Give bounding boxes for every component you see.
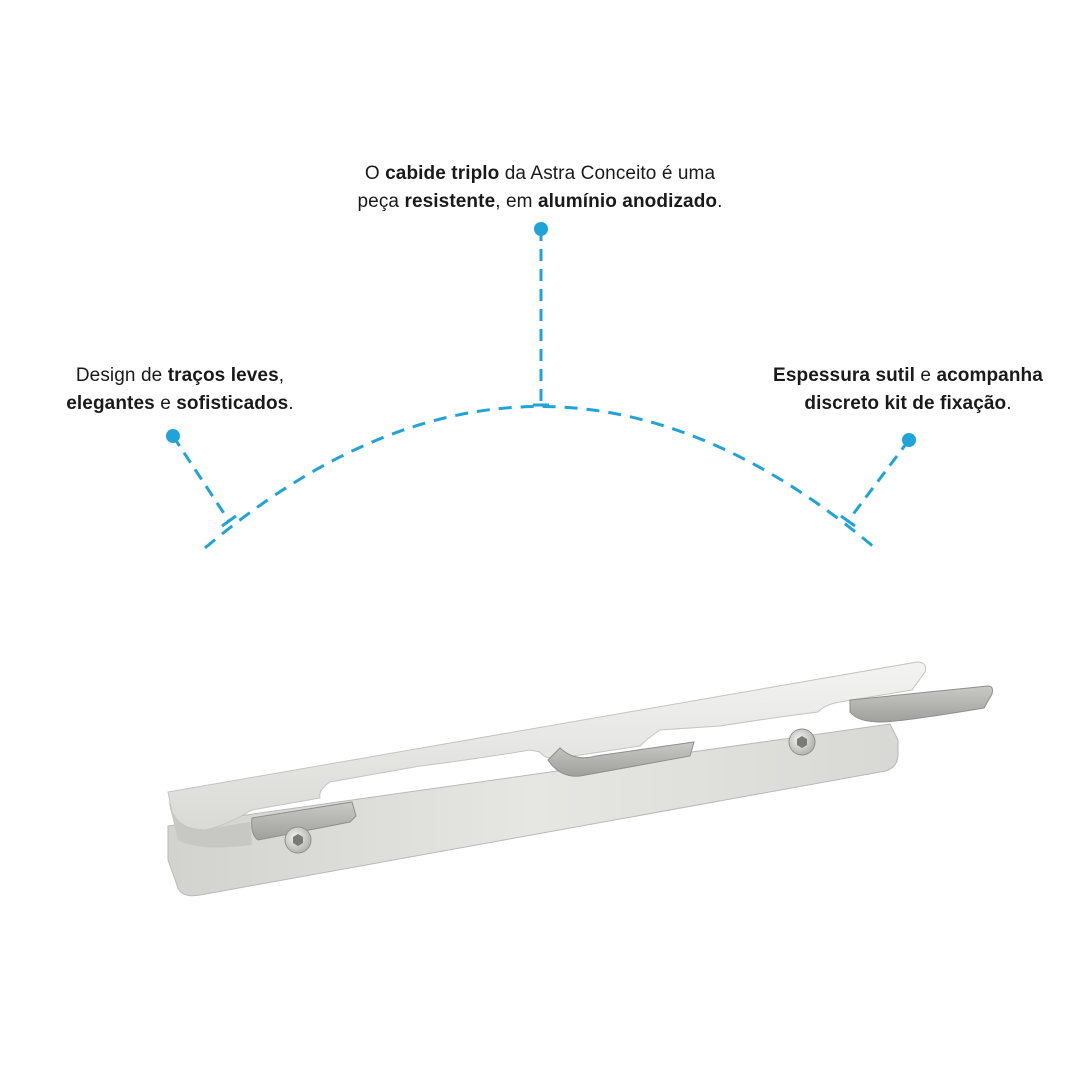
left-pin-dot <box>166 429 180 443</box>
text-segment: . <box>717 191 723 212</box>
dashed-arc <box>204 405 876 550</box>
text-segment: O <box>364 163 386 184</box>
text-segment: Design de <box>75 365 168 386</box>
right-tick <box>840 514 856 528</box>
screw-right-icon <box>788 728 816 756</box>
bold-segment: acompanha <box>936 365 1043 386</box>
bold-segment: resistente <box>404 191 496 212</box>
caption-top: O cabide triplo da Astra Conceito é uma … <box>0 160 1080 216</box>
caption-top-line1: O cabide triplo da Astra Conceito é uma <box>0 160 1080 188</box>
text-segment: e <box>915 365 937 386</box>
screw-left-icon <box>284 826 312 854</box>
text-segment: , <box>278 365 285 386</box>
hook-front-face <box>167 723 899 897</box>
bold-segment: cabide triplo <box>385 163 500 184</box>
bold-segment: traços leves <box>167 365 279 386</box>
bold-segment: elegantes <box>66 393 155 414</box>
top-pin-dot <box>534 222 548 236</box>
left-tick <box>221 514 237 528</box>
caption-right-line1: Espessura sutil e acompanha <box>748 362 1068 390</box>
hook-top-plate <box>167 661 927 831</box>
hook-middle-lip <box>547 741 695 777</box>
text-segment: . <box>288 393 294 414</box>
coat-hook-product <box>167 661 993 897</box>
right-pin-dot <box>902 433 916 447</box>
bold-segment: Espessura sutil <box>773 365 915 386</box>
caption-right: Espessura sutil e acompanha discreto kit… <box>748 362 1068 418</box>
text-segment: da Astra Conceito é uma <box>499 163 716 184</box>
hook-right-lip <box>849 685 993 723</box>
bold-segment: discreto kit de fixação <box>804 393 1007 414</box>
left-connector-line <box>171 435 231 522</box>
caption-top-line2: peça resistente, em alumínio anodizado. <box>0 188 1080 216</box>
caption-right-line2: discreto kit de fixação. <box>748 390 1068 418</box>
bold-segment: sofisticados <box>176 393 289 414</box>
caption-left-line2: elegantes e sofisticados. <box>40 390 320 418</box>
text-segment: . <box>1006 393 1012 414</box>
text-segment: e <box>154 393 177 414</box>
text-segment: , em <box>495 191 538 212</box>
bold-segment: alumínio anodizado <box>537 191 718 212</box>
caption-left: Design de traços leves, elegantes e sofi… <box>40 362 320 418</box>
text-segment: peça <box>357 191 405 212</box>
right-connector-line <box>846 439 911 522</box>
caption-left-line1: Design de traços leves, <box>40 362 320 390</box>
hook-left-lip <box>251 801 357 841</box>
